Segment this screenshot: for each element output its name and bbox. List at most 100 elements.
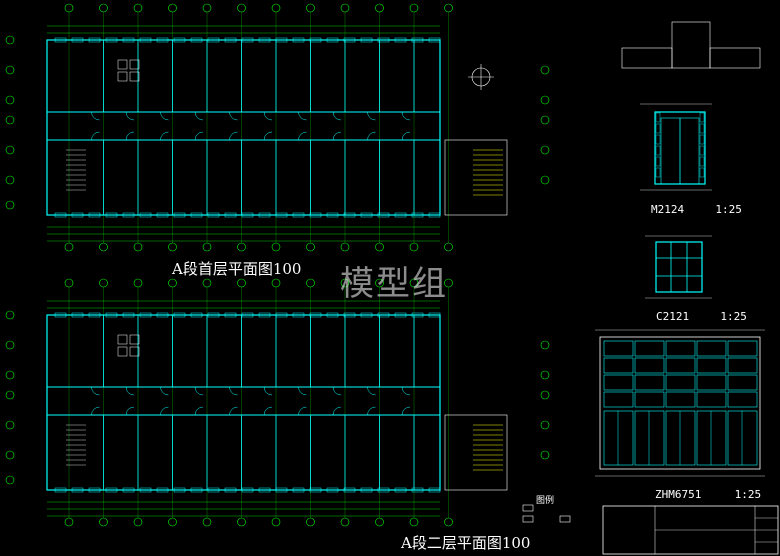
door-swing [367, 111, 376, 121]
stair-hall [444, 139, 508, 216]
window [258, 212, 271, 218]
side-light [655, 112, 661, 123]
window [360, 37, 373, 43]
door-swing [332, 406, 342, 416]
side-light [699, 156, 705, 167]
axis-bubble [99, 278, 108, 288]
door-swing [194, 406, 204, 416]
axis-bubble [5, 200, 15, 210]
window [309, 212, 322, 218]
axis-bubble [99, 3, 108, 13]
window [207, 312, 220, 318]
side-light [655, 167, 661, 178]
axis-bubble [540, 340, 550, 350]
door-swing [229, 386, 238, 396]
axis-bubble [168, 517, 177, 527]
window [190, 212, 203, 218]
axis-bubble [5, 450, 15, 460]
curtain-panel [634, 340, 665, 357]
window [71, 37, 84, 43]
curtain-panel [603, 357, 634, 374]
axis-bubble [202, 242, 212, 252]
window [88, 37, 101, 43]
axis-bubble [5, 370, 15, 380]
axis-bubble [375, 242, 384, 252]
window [377, 212, 390, 218]
axis-bubble [99, 517, 108, 527]
axis-bubble [375, 3, 384, 13]
side-light [655, 145, 661, 156]
legend-title: 图例 [536, 496, 555, 506]
window [173, 312, 186, 318]
window [394, 487, 407, 493]
window [173, 212, 186, 218]
axis-bubble [5, 475, 15, 485]
window [411, 487, 424, 493]
window [71, 212, 84, 218]
door-swing [401, 131, 411, 141]
window [88, 212, 101, 218]
window [275, 487, 288, 493]
curtain-detail-scale: 1:25 [734, 488, 762, 501]
window [275, 212, 288, 218]
curtain-panel [696, 357, 727, 374]
window [105, 212, 118, 218]
fixture [117, 71, 128, 82]
door-swing [229, 406, 238, 416]
door-swing [298, 386, 307, 396]
window [105, 312, 118, 318]
curtain-panel [665, 391, 696, 408]
door-swing [401, 111, 411, 121]
window [139, 487, 152, 493]
door-detail-name: M2124 [651, 203, 685, 216]
window [428, 312, 441, 318]
window [360, 312, 373, 318]
door-swing [401, 386, 411, 396]
axis-bubble [64, 278, 74, 288]
axis-bubble [237, 242, 246, 252]
door-swing [160, 386, 169, 396]
axis-bubble [409, 517, 419, 527]
window [224, 312, 237, 318]
window [326, 487, 339, 493]
axis-bubble [168, 278, 177, 288]
window [292, 487, 305, 493]
curtain-panel [727, 374, 758, 391]
window [241, 312, 254, 318]
curtain-outer-frame [599, 336, 761, 470]
curtain-lower-panel [634, 410, 665, 466]
curtain-panel [634, 357, 665, 374]
curtain-panel [696, 391, 727, 408]
window [105, 37, 118, 43]
axis-bubble [444, 242, 453, 252]
window [258, 37, 271, 43]
door-swing [160, 111, 169, 121]
curtain-panel [727, 357, 758, 374]
door-swing [263, 386, 273, 396]
side-light [699, 112, 705, 123]
axis-bubble [237, 517, 246, 527]
door-swing [367, 131, 376, 141]
axis-bubble [5, 390, 15, 400]
door-swing [125, 111, 135, 121]
axis-bubble [444, 517, 453, 527]
axis-bubble [271, 278, 281, 288]
window [360, 212, 373, 218]
window [122, 37, 135, 43]
axis-bubble [5, 65, 15, 75]
door-swing [91, 131, 100, 141]
watermark: 模型组 [340, 264, 448, 304]
window [156, 312, 169, 318]
window [309, 37, 322, 43]
window [122, 212, 135, 218]
axis-bubble [306, 278, 315, 288]
door-swing [91, 386, 100, 396]
door-swing [263, 406, 273, 416]
axis-bubble [202, 278, 212, 288]
window [309, 312, 322, 318]
side-light [699, 134, 705, 145]
window [156, 37, 169, 43]
window [343, 37, 356, 43]
window [88, 487, 101, 493]
door-swing [298, 111, 307, 121]
